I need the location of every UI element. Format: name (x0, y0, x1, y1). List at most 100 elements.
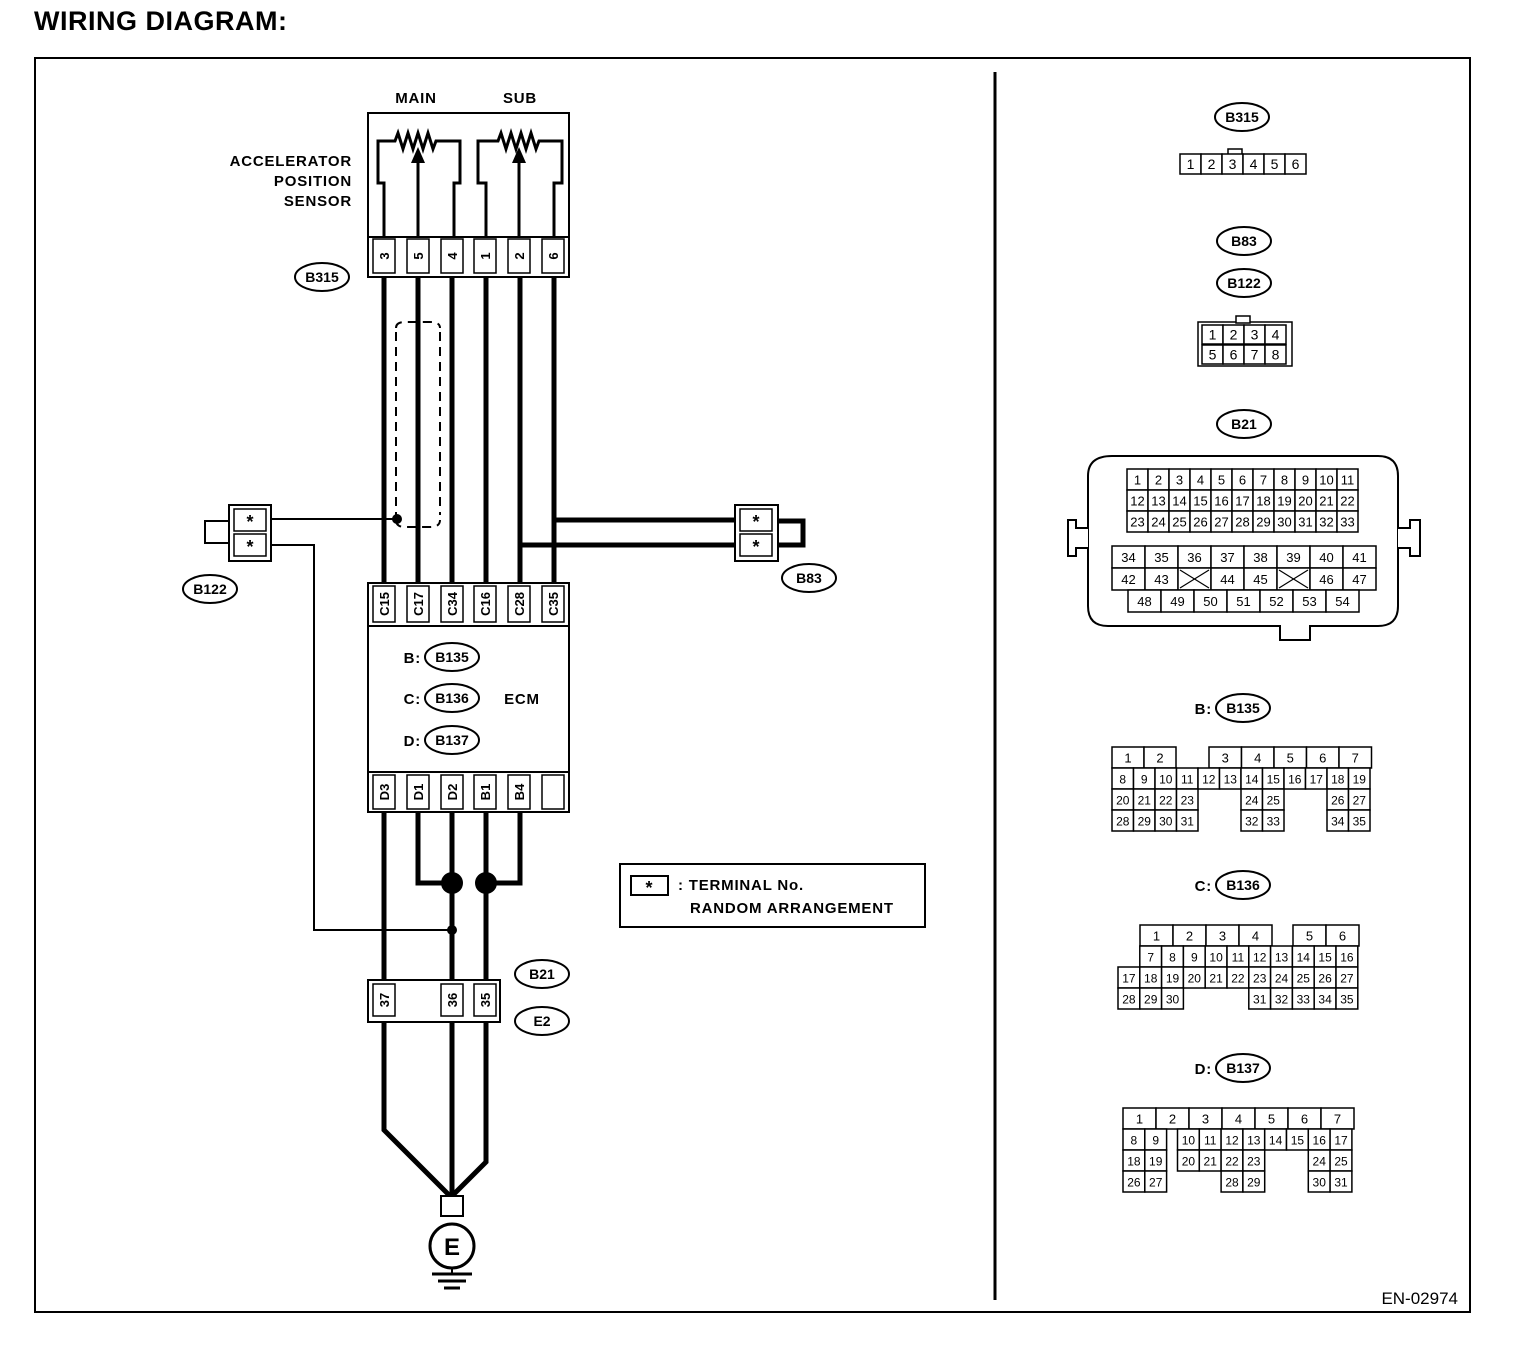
b83-b122-r2-cell-7: 7 (1243, 344, 1266, 365)
b135-r4c-cell-34: 34 (1326, 809, 1350, 832)
b83-face-badge: B83 (1216, 226, 1272, 256)
b21-r1-cell-7: 7 (1252, 468, 1275, 491)
b122-pin-2: * (246, 537, 253, 557)
ecm-pin-b4: B4 (507, 774, 531, 810)
b137-r3a-cell-19: 19 (1144, 1149, 1168, 1172)
b21-r1-cell-4: 4 (1189, 468, 1212, 491)
svg-text:45: 45 (1253, 572, 1267, 587)
b21-r3-cell-32: 32 (1315, 510, 1338, 533)
svg-text:B135: B135 (435, 649, 469, 665)
svg-text:19: 19 (1277, 494, 1291, 509)
b135-r4a-cell-29: 29 (1132, 809, 1156, 832)
b137-r4a-cell-27: 27 (1144, 1170, 1168, 1193)
b137-r3a-cell-18: 18 (1122, 1149, 1146, 1172)
b21-r2-cell-13: 13 (1147, 489, 1170, 512)
b135-r3b-cell-25: 25 (1261, 788, 1285, 811)
svg-text:3: 3 (1176, 473, 1183, 488)
svg-text:8: 8 (1272, 347, 1280, 363)
b136-r3-cell-17: 17 (1117, 966, 1141, 989)
svg-text:1: 1 (1136, 1112, 1143, 1127)
svg-text:4: 4 (1197, 473, 1204, 488)
b21-r5-cell-blank-5 (1276, 567, 1311, 591)
b136-r3-cell-22: 22 (1226, 966, 1250, 989)
svg-text:B137: B137 (435, 732, 469, 748)
svg-text:2: 2 (1169, 1112, 1176, 1127)
svg-text:10: 10 (1319, 473, 1333, 488)
ecm-b136-badge: B136 (424, 683, 480, 713)
svg-text:20: 20 (1182, 1155, 1196, 1169)
svg-text:49: 49 (1170, 594, 1184, 609)
svg-text:29: 29 (1256, 515, 1270, 530)
b137-r1-cell-4: 4 (1221, 1107, 1256, 1130)
b137-r1-cell-6: 6 (1287, 1107, 1322, 1130)
svg-text:15: 15 (1291, 1134, 1305, 1148)
b315-cell-4: 4 (1242, 153, 1265, 175)
b136-r1a-cell-4: 4 (1238, 924, 1273, 947)
b21-r5-cell-47: 47 (1342, 567, 1377, 591)
svg-text:32: 32 (1319, 515, 1333, 530)
b136-r1b-cell-6: 6 (1325, 924, 1360, 947)
b136-r1a-cell-2: 2 (1172, 924, 1207, 947)
b136-r3-cell-21: 21 (1204, 966, 1228, 989)
svg-text:14: 14 (1297, 951, 1311, 965)
svg-text:31: 31 (1334, 1176, 1348, 1190)
svg-text:53: 53 (1302, 594, 1316, 609)
svg-text:1: 1 (1209, 327, 1217, 343)
ground-harness (381, 1022, 489, 1198)
svg-text:43: 43 (1154, 572, 1168, 587)
b137-r1-cell-2: 2 (1155, 1107, 1190, 1130)
svg-text:36: 36 (445, 993, 460, 1007)
b136-r4a-cell-30: 30 (1160, 987, 1185, 1010)
joint-pin-37: 37 (372, 983, 396, 1017)
svg-text:29: 29 (1247, 1176, 1261, 1190)
b135-r1a-cell-2: 2 (1143, 746, 1177, 769)
b21-r3-cell-30: 30 (1273, 510, 1296, 533)
sensor-name-line-3: SENSOR (284, 193, 352, 210)
b137-r3b-cell-23: 23 (1242, 1149, 1266, 1172)
legend-symbol: * (645, 878, 652, 898)
b135-r1b-cell-6: 6 (1305, 746, 1340, 769)
b21-r1-cell-2: 2 (1147, 468, 1170, 491)
b315-cell-1: 1 (1179, 153, 1202, 175)
svg-text:6: 6 (1339, 929, 1346, 944)
joint-pin-36: 36 (440, 983, 464, 1017)
b136-r3-cell-18: 18 (1139, 966, 1163, 989)
svg-text:3: 3 (1222, 751, 1229, 766)
b137-r2b-cell-15: 15 (1285, 1128, 1310, 1151)
b315-housing (367, 236, 570, 278)
svg-text:26: 26 (1127, 1176, 1141, 1190)
svg-text:26: 26 (1318, 972, 1332, 986)
b21-r2-cell-17: 17 (1231, 489, 1254, 512)
b136-r3-cell-25: 25 (1291, 966, 1315, 989)
sub-potentiometer-icon (476, 127, 564, 240)
svg-text:6: 6 (1239, 473, 1246, 488)
b135-r2-cell-19: 19 (1347, 767, 1371, 790)
svg-text:C15: C15 (377, 592, 392, 616)
b135-r2-cell-18: 18 (1326, 767, 1350, 790)
b21-r3-cell-23: 23 (1126, 510, 1149, 533)
svg-text:50: 50 (1203, 594, 1217, 609)
b21-r1-cell-5: 5 (1210, 468, 1233, 491)
svg-text:27: 27 (1149, 1176, 1163, 1190)
svg-text:1: 1 (1134, 473, 1141, 488)
b21-r3-cell-26: 26 (1189, 510, 1212, 533)
svg-text:4: 4 (1272, 327, 1280, 343)
b137-r2a-cell-9: 9 (1144, 1128, 1168, 1151)
b136-r2-cell-14: 14 (1291, 945, 1315, 968)
svg-text:5: 5 (1287, 751, 1294, 766)
svg-text:10: 10 (1209, 951, 1223, 965)
b83-connector: * * (734, 504, 806, 562)
b21-r5-cell-44: 44 (1210, 567, 1245, 591)
b83-b122-cell-4: 4 (1264, 324, 1287, 345)
svg-text:D1: D1 (411, 784, 426, 801)
b135-r2-cell-8: 8 (1111, 767, 1135, 790)
b315-pin-1: 3 (372, 238, 396, 274)
b21-r2-cell-14: 14 (1168, 489, 1191, 512)
svg-text:10: 10 (1182, 1134, 1196, 1148)
b21-r5-cell-46: 46 (1309, 567, 1344, 591)
svg-text:D3: D3 (377, 784, 392, 801)
b135-r1b-cell-3: 3 (1208, 746, 1243, 769)
svg-text:6: 6 (1319, 751, 1326, 766)
b135-r3b-cell-24: 24 (1240, 788, 1264, 811)
svg-text:B136: B136 (435, 690, 469, 706)
